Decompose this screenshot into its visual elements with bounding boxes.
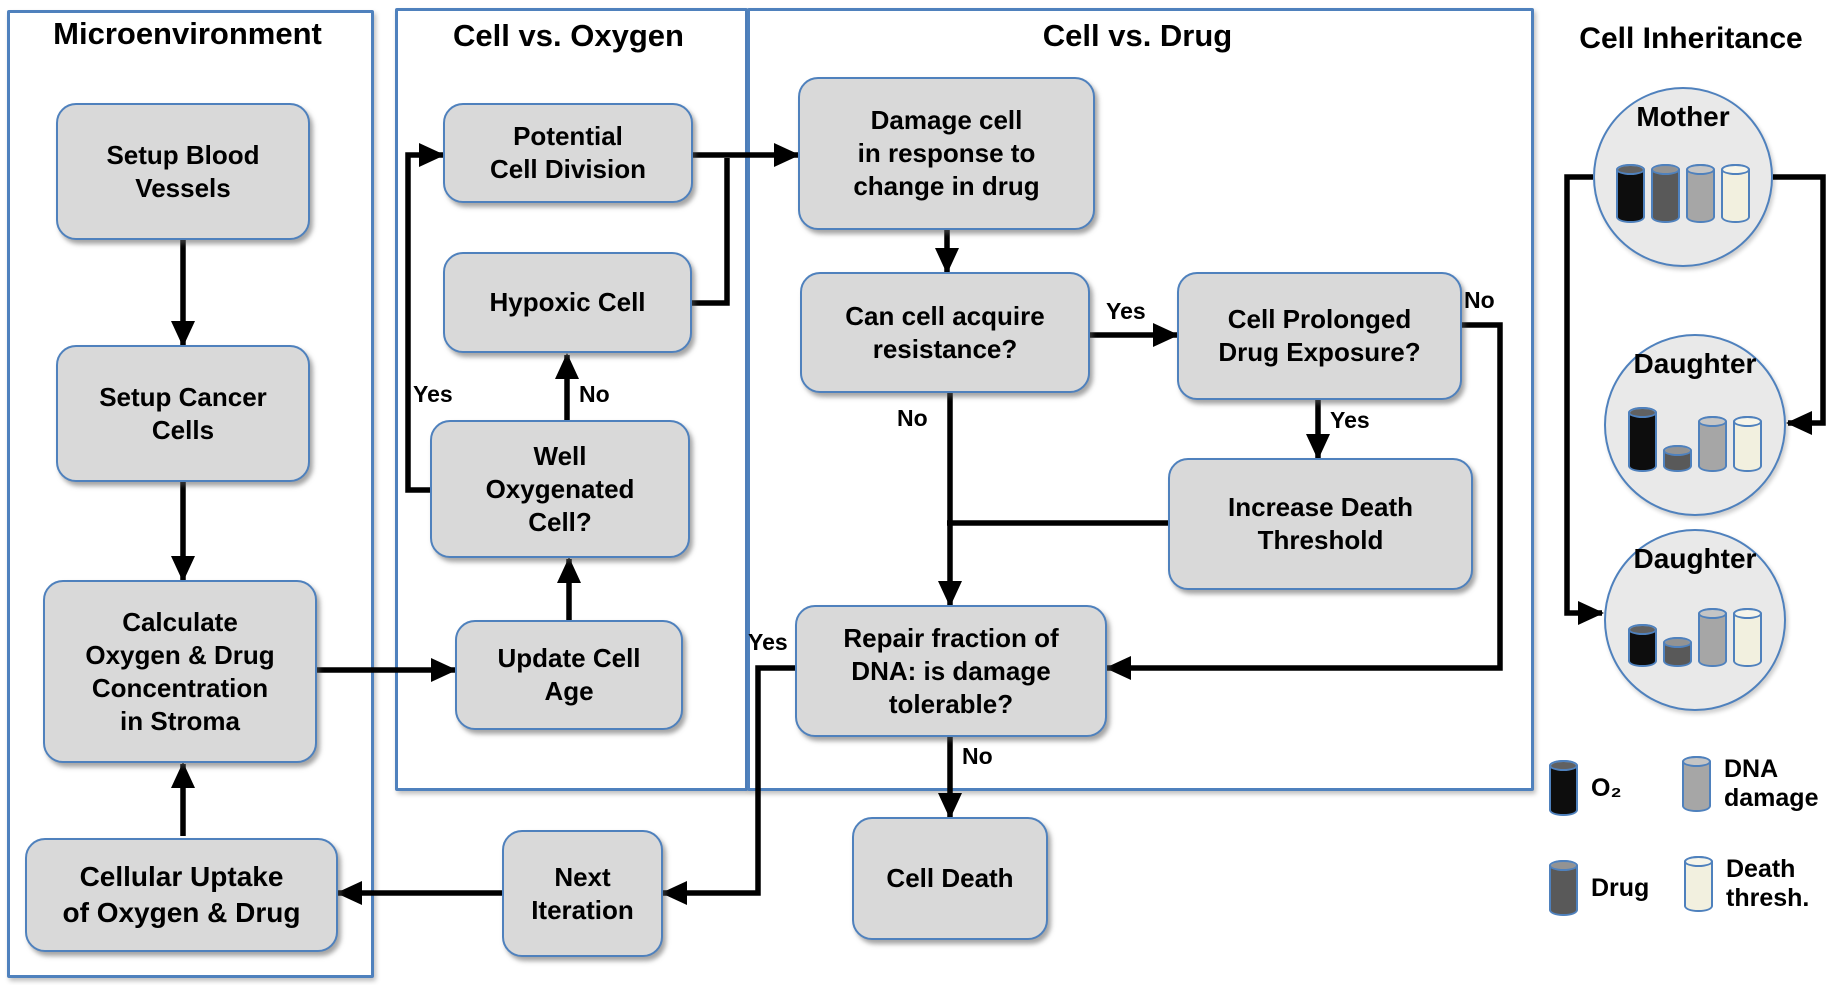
legend-label-death-threshold: Death thresh. [1726,855,1810,912]
box-well-oxygenated-cell: Well Oxygenated Cell? [430,420,690,558]
drug-cylinder [1651,164,1680,223]
drug-cylinder [1663,445,1692,472]
box-repair-fraction: Repair fraction of DNA: is damage tolera… [795,605,1107,737]
title-microenvironment: Microenvironment [53,16,322,51]
daughter1-cell-circle: Daughter [1604,334,1786,516]
death-threshold-cylinder-icon [1684,856,1713,912]
drug-cylinder [1663,637,1692,667]
daughter2-label: Daughter [1633,543,1757,574]
box-calculate-concentration: Calculate Oxygen & Drug Concentration in… [43,580,317,763]
box-cell-prolonged-drug-exposure: Cell Prolonged Drug Exposure? [1177,272,1462,400]
mother-cell-circle: Mother [1593,87,1773,267]
title-cell-vs-oxygen: Cell vs. Oxygen [453,18,684,53]
box-can-cell-acquire-resistance: Can cell acquire resistance? [800,272,1090,393]
legend-label-dna-damage: DNA damage [1724,755,1819,812]
legend-item-drug: Drug [1549,860,1649,916]
o2-cylinder [1628,624,1657,667]
daughter1-cylinders [1606,407,1784,472]
title-cell-inheritance: Cell Inheritance [1579,22,1803,55]
box-increase-death-threshold: Increase Death Threshold [1168,458,1473,590]
label-no-prolonged: No [1464,287,1495,313]
drug-cylinder-icon [1549,860,1578,916]
mother-label: Mother [1636,101,1730,132]
o2-cylinder-icon [1549,760,1578,816]
label-yes-well-oxygenated: Yes [413,381,453,407]
box-damage-cell: Damage cell in response to change in dru… [798,77,1095,230]
arrow-mother-to-daughter2 [1564,174,1604,625]
legend-item-o2: O₂ [1549,760,1622,816]
dna_damage-cylinder [1686,164,1715,223]
legend-label-o2: O₂ [1591,773,1622,802]
box-hypoxic-cell: Hypoxic Cell [443,252,692,353]
label-no-repair: No [962,743,993,769]
box-cell-death: Cell Death [852,817,1048,940]
label-yes-repair: Yes [748,629,788,655]
mother-cylinders [1595,164,1771,223]
label-no-well-oxygenated: No [579,381,610,407]
daughter2-cell-circle: Daughter [1604,529,1786,711]
o2-cylinder [1628,407,1657,472]
dna_damage-cylinder [1698,416,1727,472]
death_threshold-cylinder [1733,416,1762,472]
label-no-resistance: No [897,405,928,431]
label-yes-prolonged: Yes [1330,407,1370,433]
box-potential-cell-division: Potential Cell Division [443,103,693,203]
box-cellular-uptake: Cellular Uptake of Oxygen & Drug [25,838,338,952]
box-next-iteration: Next Iteration [502,830,663,957]
dna_damage-cylinder [1698,608,1727,667]
legend-label-drug: Drug [1591,873,1650,902]
daughter1-label: Daughter [1633,348,1757,379]
death_threshold-cylinder [1733,608,1762,667]
legend-item-death-threshold: Death thresh. [1684,855,1809,913]
dna-damage-cylinder-icon [1682,756,1711,812]
arrow-mother-to-daughter1 [1773,174,1826,435]
o2-cylinder [1616,164,1645,223]
death_threshold-cylinder [1721,164,1750,223]
legend-item-dna-damage: DNA damage [1682,755,1818,813]
title-cell-vs-drug: Cell vs. Drug [1042,18,1233,53]
label-yes-resistance: Yes [1106,298,1146,324]
box-update-cell-age: Update Cell Age [455,620,683,730]
daughter2-cylinders [1606,608,1784,667]
box-setup-cancer-cells: Setup Cancer Cells [56,345,310,482]
box-setup-blood-vessels: Setup Blood Vessels [56,103,310,240]
